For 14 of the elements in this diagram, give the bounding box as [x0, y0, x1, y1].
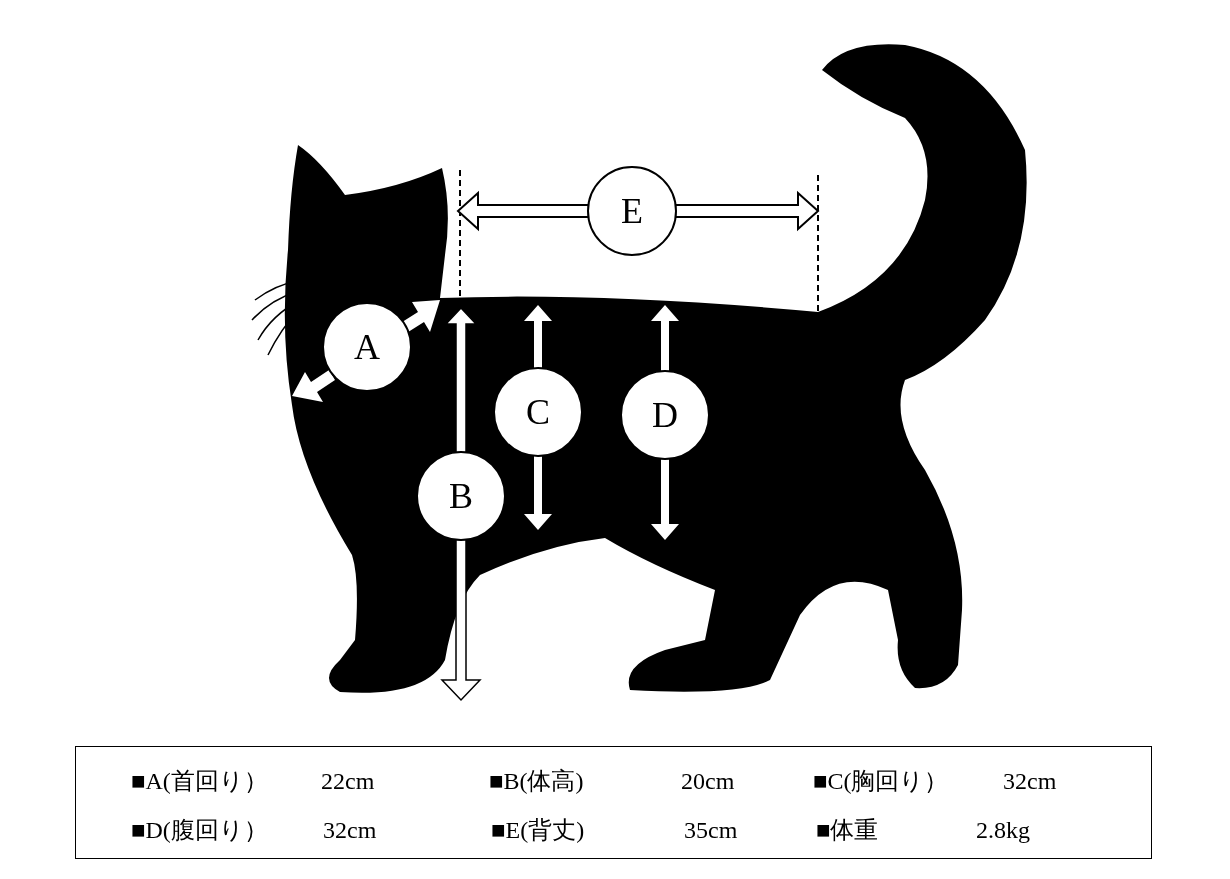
measurement-value: 32cm	[1003, 769, 1057, 793]
measurement-value: 22cm	[321, 769, 375, 793]
measurement-value: 2.8kg	[976, 818, 1030, 842]
measurement-label: ■C(胸回り）	[813, 769, 949, 793]
measurement-label: ■体重	[816, 818, 879, 842]
measurement-label: ■A(首回り）	[131, 769, 268, 793]
measurement-label: ■D(腹回り）	[131, 818, 268, 842]
label-circle: E	[587, 166, 677, 256]
measurement-label: ■B(体高)	[489, 769, 584, 793]
measurement-value: 20cm	[681, 769, 735, 793]
measurement-value: 35cm	[684, 818, 738, 842]
measurement-label: ■E(背丈)	[491, 818, 585, 842]
measurement-value: 32cm	[323, 818, 377, 842]
measurement-table	[75, 746, 1152, 859]
